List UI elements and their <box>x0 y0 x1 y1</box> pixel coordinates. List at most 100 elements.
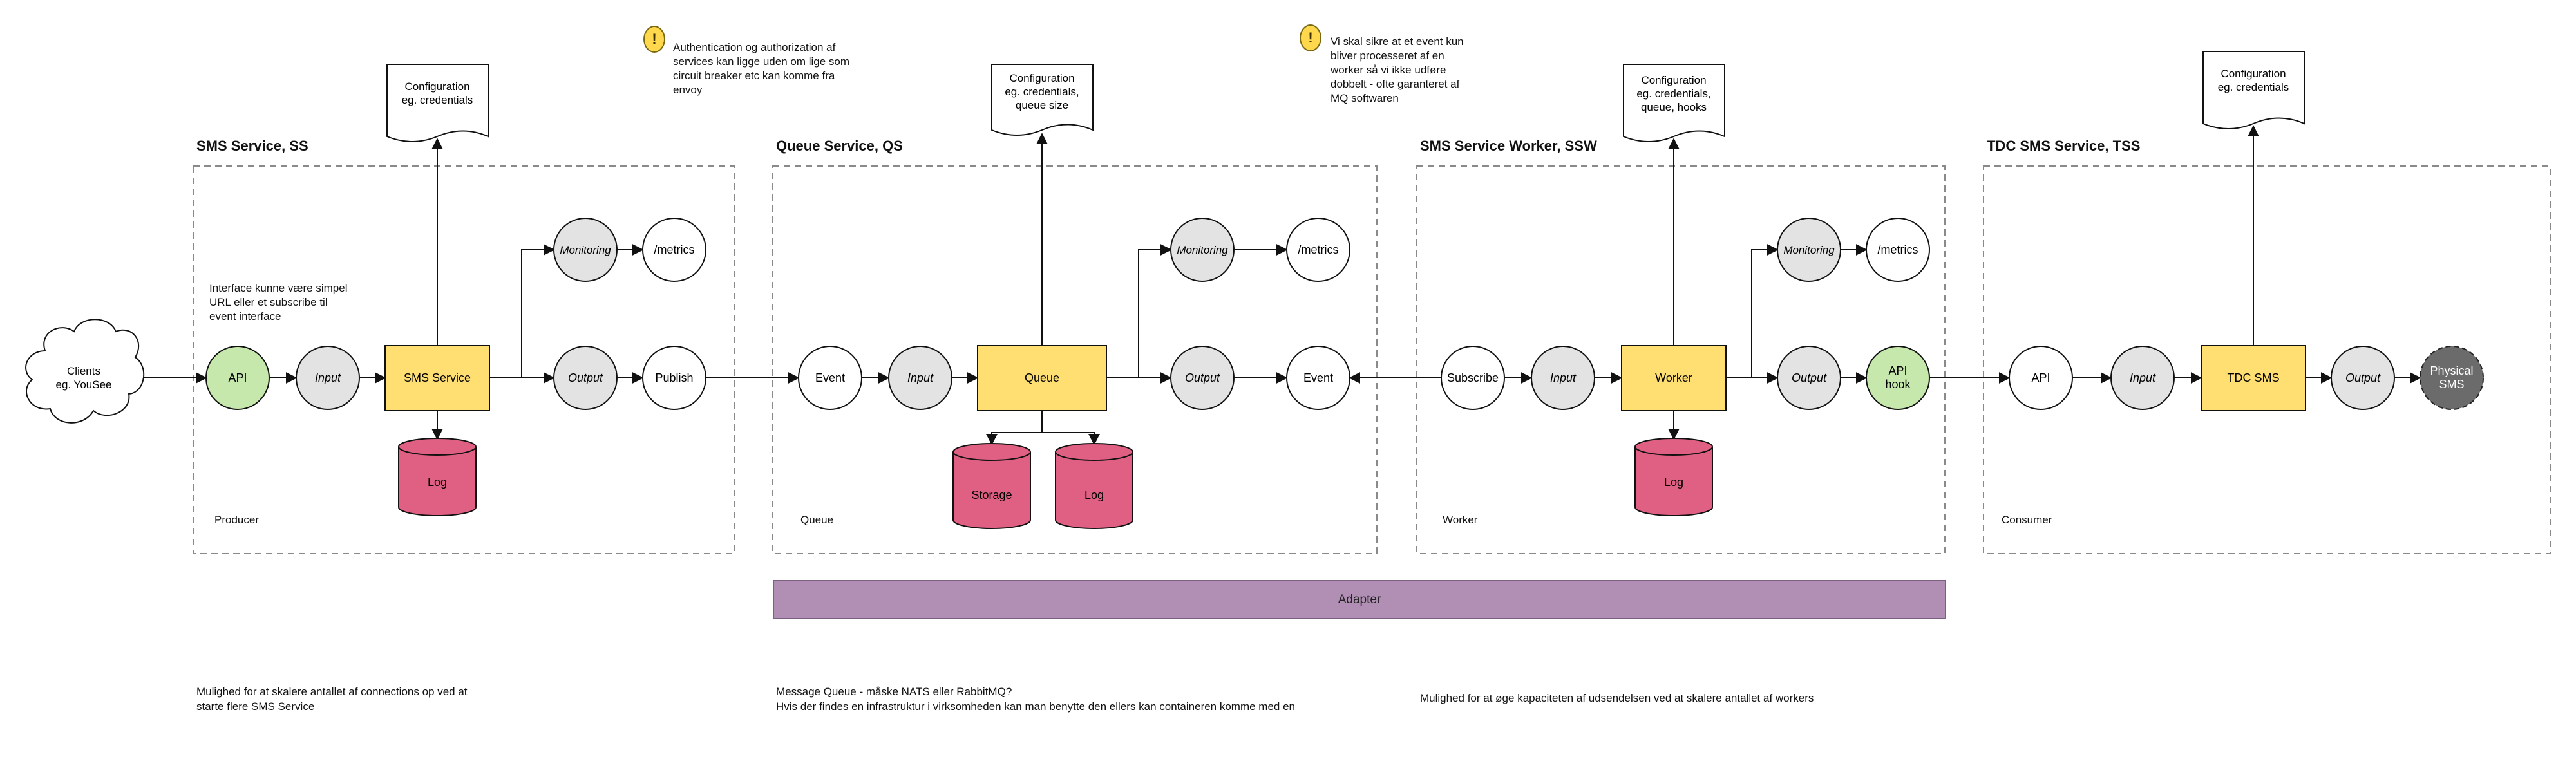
title-tdc-sms-service: TDC SMS Service, TSS <box>1987 138 2141 154</box>
tss-api-node[interactable] <box>2009 346 2073 410</box>
ss-input-label: Input <box>315 371 341 384</box>
title-queue-service: Queue Service, QS <box>776 138 903 154</box>
ss-input-node[interactable] <box>296 346 360 410</box>
queue-box[interactable] <box>977 345 1107 411</box>
ss-api-label: API <box>228 371 247 384</box>
tss-output-label: Output <box>2345 371 2381 384</box>
edge-queue-monitoring <box>1138 244 1172 378</box>
note-interface: Interface kunne være simpel URL eller et… <box>209 282 348 322</box>
warning-icon: ! <box>643 26 665 53</box>
ssw-output-label: Output <box>1792 371 1827 384</box>
warning-icon: ! <box>1300 24 1321 51</box>
qs-output-label: Output <box>1185 371 1220 384</box>
qs-storage-label: Storage <box>971 489 1012 501</box>
title-sms-service-worker: SMS Service Worker, SSW <box>1420 138 1597 154</box>
qs-event-out-label: Event <box>1303 371 1333 384</box>
ssw-subscribe-node[interactable] <box>1441 346 1505 410</box>
ss-output-label: Output <box>568 371 603 384</box>
tss-output-node[interactable] <box>2331 346 2395 410</box>
ss-monitoring-label: Monitoring <box>560 244 611 256</box>
edge-worker-monitoring <box>1751 244 1779 378</box>
ss-output-node[interactable] <box>553 346 618 410</box>
ss-log-label: Log <box>428 476 447 489</box>
caption-producer: Producer <box>214 514 259 526</box>
ss-metrics-node[interactable] <box>642 218 706 282</box>
sms-service-box[interactable] <box>384 345 490 411</box>
ssw-input-label: Input <box>1550 371 1577 384</box>
ssw-output-node[interactable] <box>1777 346 1841 410</box>
adapter-label: Adapter <box>1338 592 1381 606</box>
physical-sms-node[interactable] <box>2420 346 2484 410</box>
comment-queue-service: Message Queue - måske NATS eller RabbitM… <box>776 686 1296 713</box>
boundary-sms-service-worker <box>1416 165 1946 554</box>
ssw-monitoring-label: Monitoring <box>1783 244 1835 256</box>
qs-metrics-label: /metrics <box>1298 243 1339 256</box>
note-event-once: Vi skal sikre at et event kun bliver pro… <box>1331 35 1464 104</box>
ss-publish-label: Publish <box>655 371 693 384</box>
caption-worker: Worker <box>1443 514 1478 526</box>
ss-metrics-label: /metrics <box>654 243 695 256</box>
queue-label: Queue <box>1025 371 1059 384</box>
qs-output-node[interactable] <box>1170 346 1235 410</box>
ss-publish-node[interactable] <box>642 346 706 410</box>
worker-box[interactable] <box>1621 345 1727 411</box>
boundary-tdc-sms-service <box>1983 165 2551 554</box>
tdc-sms-box[interactable] <box>2201 345 2306 411</box>
comment-sms-service: Mulighed for at skalere antallet af conn… <box>196 686 468 713</box>
tss-input-label: Input <box>2130 371 2156 384</box>
service-boundaries <box>193 165 2551 554</box>
qs-config-document[interactable] <box>991 64 1094 136</box>
ssw-log-label: Log <box>1664 476 1683 489</box>
qs-metrics-node[interactable] <box>1286 218 1350 282</box>
caption-queue: Queue <box>800 514 834 526</box>
ss-api-node[interactable] <box>205 346 270 410</box>
qs-input-node[interactable] <box>888 346 952 410</box>
ss-monitoring-node[interactable] <box>553 218 618 282</box>
qs-event-in-node[interactable] <box>798 346 862 410</box>
qs-log-label: Log <box>1084 489 1104 501</box>
caption-consumer: Consumer <box>2002 514 2052 526</box>
ss-config-document[interactable] <box>386 64 489 142</box>
edge-queue-storage <box>986 411 1043 445</box>
boundary-queue-service <box>772 165 1378 554</box>
qs-event-in-label: Event <box>815 371 845 384</box>
qs-monitoring-node[interactable] <box>1170 218 1235 282</box>
tss-input-node[interactable] <box>2110 346 2175 410</box>
qs-event-out-node[interactable] <box>1286 346 1350 410</box>
qs-storage-database[interactable] <box>952 443 1031 529</box>
ss-log-database[interactable] <box>398 438 477 516</box>
ssw-metrics-label: /metrics <box>1878 243 1918 256</box>
ssw-subscribe-label: Subscribe <box>1447 371 1499 384</box>
comment-sms-service-worker: Mulighed for at øge kapaciteten af udsen… <box>1420 692 1814 704</box>
edge-queue-log <box>1042 432 1100 445</box>
sms-service-label: SMS Service <box>404 371 471 384</box>
qs-monitoring-label: Monitoring <box>1177 244 1228 256</box>
tdc-sms-label: TDC SMS <box>2228 371 2280 384</box>
connectors <box>137 125 2421 445</box>
ssw-monitoring-node[interactable] <box>1777 218 1841 282</box>
worker-label: Worker <box>1655 371 1692 384</box>
ssw-config-document[interactable] <box>1623 64 1725 142</box>
note-authentication: Authentication og authorization af servi… <box>673 41 850 96</box>
ssw-log-database[interactable] <box>1634 438 1713 516</box>
qs-input-label: Input <box>907 371 934 384</box>
ssw-apihook-node[interactable] <box>1866 346 1930 410</box>
tss-api-label: API <box>2031 371 2050 384</box>
qs-log-database[interactable] <box>1055 443 1133 529</box>
boundary-sms-service <box>193 165 735 554</box>
title-sms-service: SMS Service, SS <box>196 138 308 154</box>
tss-config-document[interactable] <box>2202 51 2305 129</box>
ssw-input-node[interactable] <box>1531 346 1595 410</box>
adapter-bar[interactable]: Adapter <box>773 580 1946 619</box>
ssw-metrics-node[interactable] <box>1866 218 1930 282</box>
edge-sms-monitoring <box>521 244 555 378</box>
